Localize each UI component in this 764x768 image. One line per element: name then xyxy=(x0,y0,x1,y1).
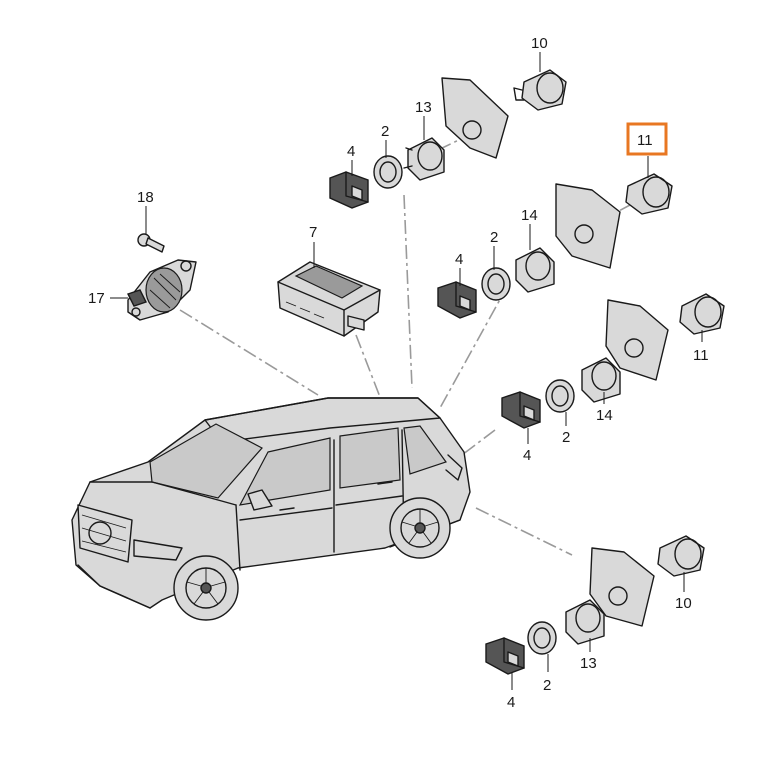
callout-4-lower: 4 xyxy=(523,447,531,464)
ring-2-top xyxy=(373,155,403,189)
sensor-4-side-lower xyxy=(501,391,541,429)
sensor-group-top xyxy=(329,69,567,209)
callout-2-upper: 2 xyxy=(490,229,498,246)
bracket-plate-side-lower xyxy=(605,299,669,381)
holder-14-side-upper xyxy=(515,247,555,293)
holder-14-side-lower xyxy=(581,357,621,403)
callout-4-bottom: 4 xyxy=(507,694,515,711)
callout-2-lower: 2 xyxy=(562,429,570,446)
callout-13-bottom: 13 xyxy=(580,655,597,672)
leader-lines xyxy=(110,52,703,690)
callout-4-upper: 4 xyxy=(455,251,463,268)
callout-17: 17 xyxy=(88,290,105,307)
callout-11-highlighted: 11 xyxy=(637,132,653,149)
highlight-box xyxy=(626,122,668,156)
bracket-plate-top xyxy=(441,77,509,159)
sensor-group-bottom xyxy=(485,535,705,675)
callout-7: 7 xyxy=(309,224,317,241)
car-illustration xyxy=(71,397,471,621)
ring-2-bottom xyxy=(527,621,557,655)
ring-2-side-upper xyxy=(481,267,511,301)
screw-18 xyxy=(137,233,165,253)
sensor-group-side-lower xyxy=(501,293,725,429)
holder-13-top xyxy=(403,137,445,181)
front-wheel xyxy=(173,555,239,621)
sensor-group-side-upper xyxy=(437,173,673,319)
warning-buzzer-17 xyxy=(127,259,197,321)
callout-10-top: 10 xyxy=(531,35,548,52)
sensor-4-bottom xyxy=(485,637,525,675)
sensor-10-top xyxy=(513,69,567,111)
bracket-plate-bottom xyxy=(589,547,655,627)
callout-2-top: 2 xyxy=(381,123,389,140)
sensor-4-side-upper xyxy=(437,281,477,319)
sensor-10-bottom xyxy=(657,535,705,577)
callout-11-lower: 11 xyxy=(693,347,709,364)
callout-13-top: 13 xyxy=(415,99,432,116)
bracket-plate-side-upper xyxy=(555,183,621,269)
ring-2-side-lower xyxy=(545,379,575,413)
sensor-11-side-upper xyxy=(625,173,673,215)
callout-14-lower: 14 xyxy=(596,407,613,424)
sensor-11-side-lower xyxy=(679,293,725,335)
callout-18: 18 xyxy=(137,189,154,206)
control-unit-7 xyxy=(277,261,381,337)
rear-wheel xyxy=(389,497,451,559)
callout-2-bottom: 2 xyxy=(543,677,551,694)
callout-10-bottom: 10 xyxy=(675,595,692,612)
callout-labels: 10 13 2 4 11 14 2 4 18 17 7 11 14 2 4 10… xyxy=(88,35,709,711)
callout-14-upper: 14 xyxy=(521,207,538,224)
holder-13-bottom xyxy=(565,599,605,645)
callout-4-top: 4 xyxy=(347,143,355,160)
sensor-4-top xyxy=(329,171,369,209)
